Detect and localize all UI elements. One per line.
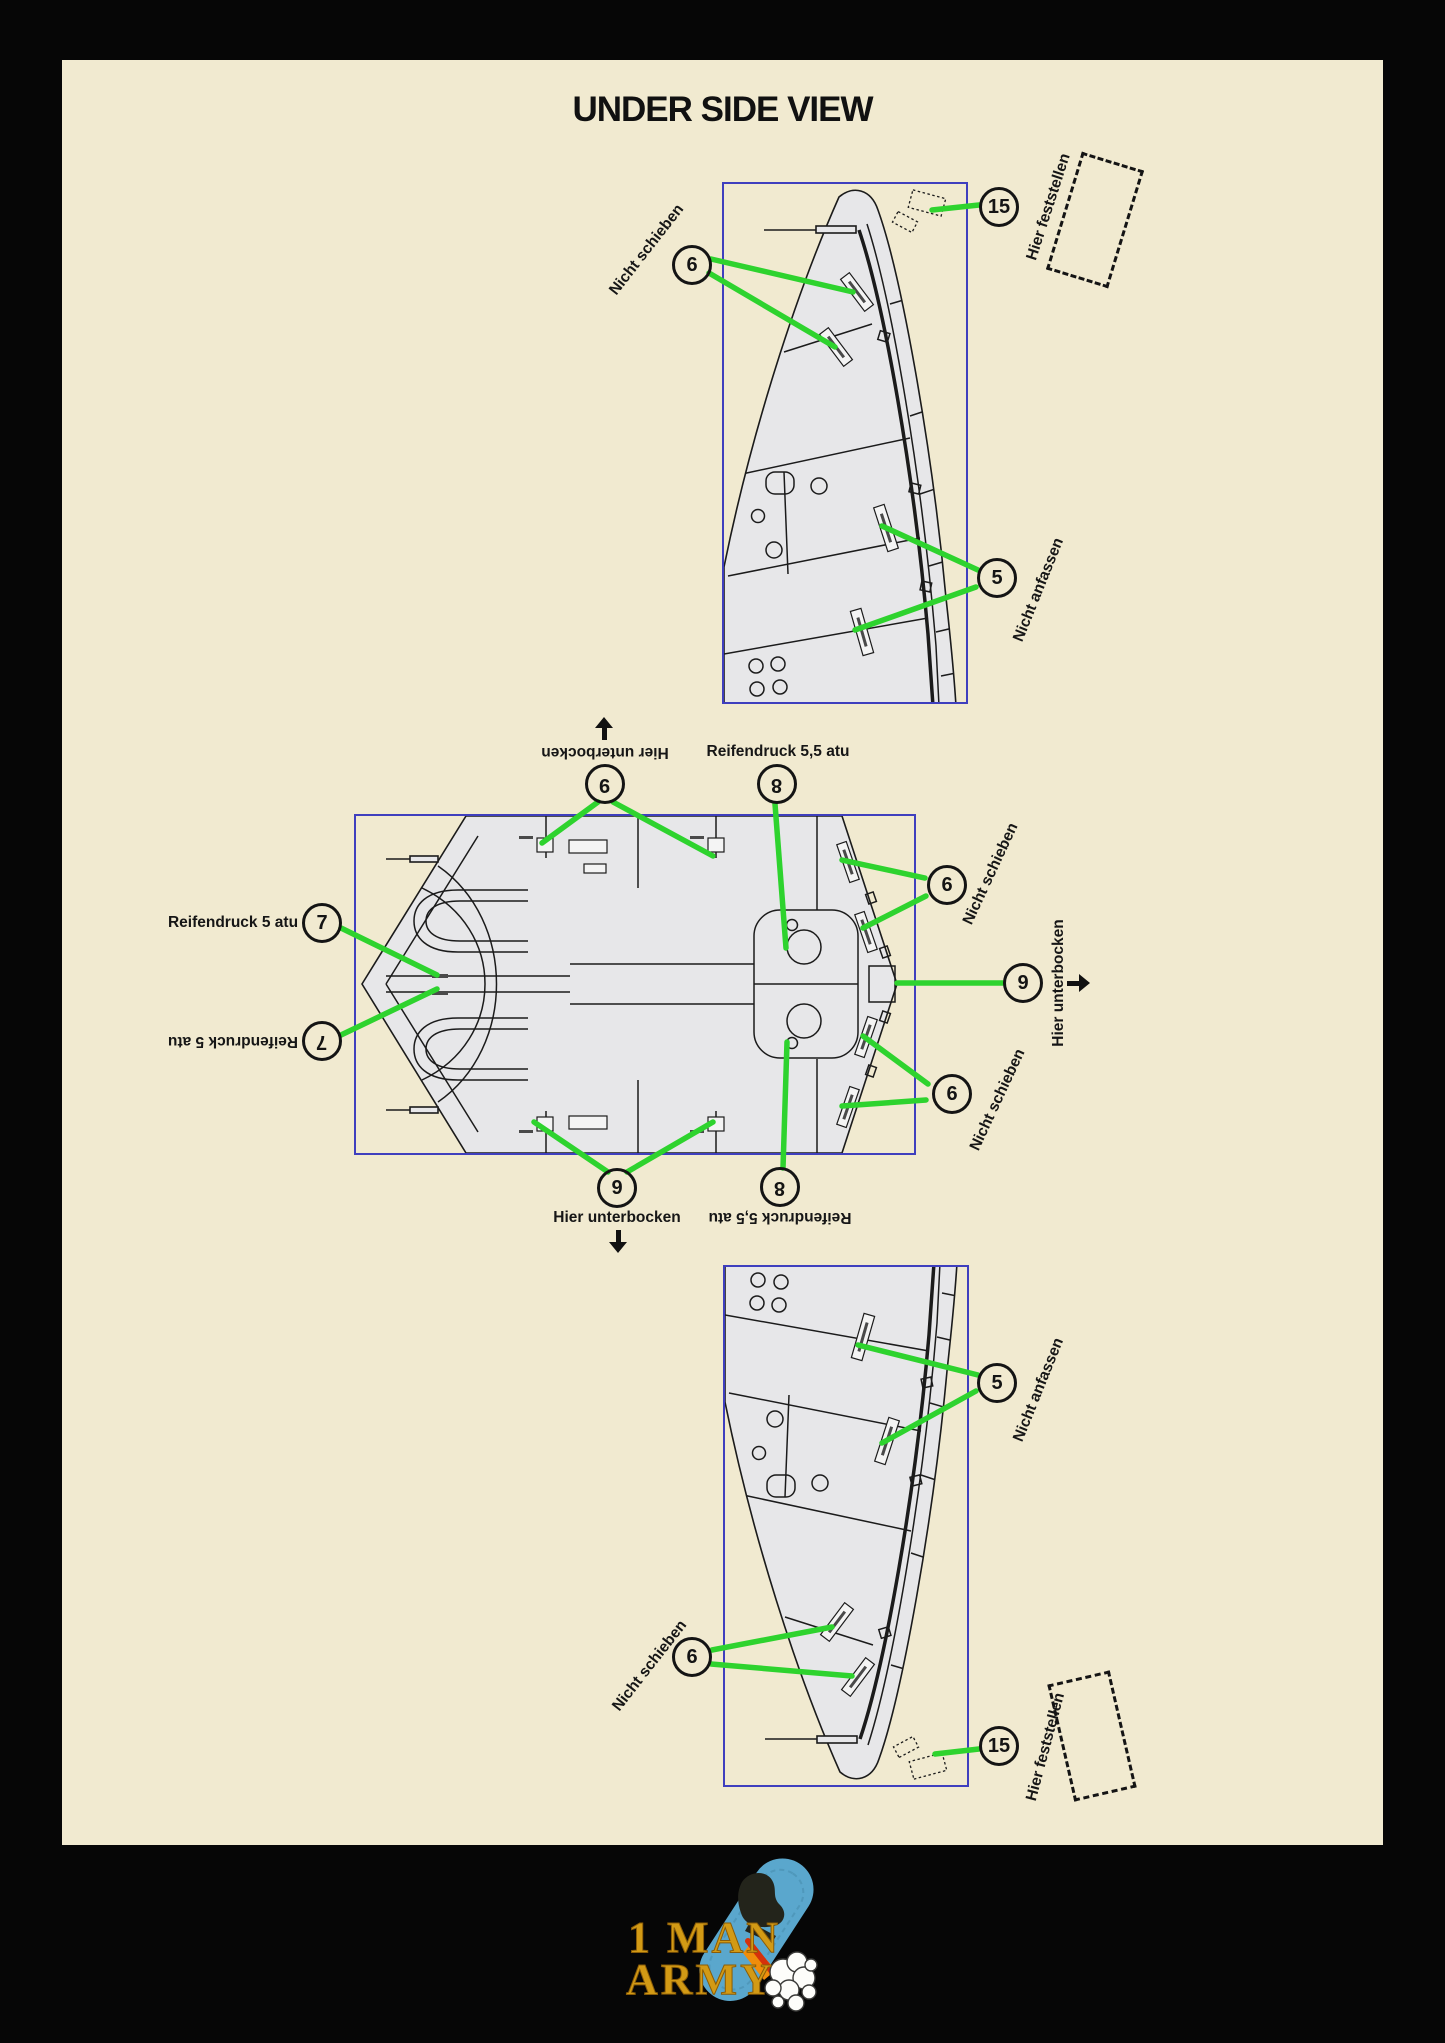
center-section-drawing	[361, 816, 898, 1153]
callout-9-center-top: 9	[585, 764, 625, 804]
arrow-right-icon	[1066, 974, 1090, 992]
brand-logo: 1 MAN ARMY	[600, 1850, 850, 2026]
logo-text-line2: ARMY	[626, 1955, 775, 2004]
logo-smoke-cloud	[764, 1951, 818, 2012]
callout-7-center-left-lower: 7	[302, 1021, 342, 1061]
arrow-down-icon	[609, 1230, 627, 1254]
bottom-wing-drawing	[725, 1267, 967, 1785]
callout-5-bottom-wing: 5	[977, 1363, 1017, 1403]
arrow-up-icon	[595, 717, 613, 741]
top-wing-drawing	[724, 184, 966, 702]
callout-9-center-right: 9	[1003, 963, 1043, 1003]
callout-7-center-left-upper: 7	[302, 903, 342, 943]
callout-8-center-bottom: 8	[760, 1167, 800, 1207]
callout-6-center-right-upper: 6	[927, 865, 967, 905]
label-nicht-schieben-top: Nicht schieben	[605, 201, 688, 299]
top-wing-panel-frame	[722, 182, 968, 704]
center-section-panel-frame	[354, 814, 916, 1155]
callout-8-center-top: 8	[757, 764, 797, 804]
label-nicht-schieben-center-lower: Nicht schieben	[966, 1046, 1029, 1154]
label-reifendruck-55-center-bottom: Reifendruck 5,5 atu	[708, 1209, 852, 1226]
logo-text-line1: 1 MAN	[628, 1913, 781, 1962]
bottom-wing-panel-frame	[723, 1265, 969, 1787]
page-title: UNDER SIDE VIEW	[572, 90, 873, 129]
callout-6-center-right-lower: 6	[932, 1074, 972, 1114]
label-hier-unterbocken-center-bottom: Hier unterbocken	[553, 1209, 681, 1226]
callout-6-top-wing: 6	[672, 245, 712, 285]
label-reifendruck-5-lower: Reifendruck 5 atu	[167, 1033, 299, 1050]
callout-9-center-bottom: 9	[597, 1168, 637, 1208]
instruction-sheet-page: UNDER SIDE VIEW	[62, 60, 1383, 1845]
label-reifendruck-5-upper: Reifendruck 5 atu	[167, 914, 299, 931]
callout-15-bottom-wing: 15	[979, 1726, 1019, 1766]
logo-soldier-silhouette	[738, 1873, 785, 1943]
label-reifendruck-55-center-top: Reifendruck 5,5 atu	[706, 743, 850, 760]
callout-15-top-wing: 15	[979, 187, 1019, 227]
callout-5-top-wing: 5	[977, 558, 1017, 598]
label-hier-unterbocken-center-top: Hier unterbocken	[541, 744, 669, 761]
decal-placement-dashed-box-bottom	[1047, 1670, 1137, 1802]
callout-6-bottom-wing: 6	[672, 1637, 712, 1677]
label-nicht-schieben-center-upper: Nicht schieben	[959, 820, 1022, 928]
label-nicht-anfassen-bottom: Nicht anfassen	[1010, 1335, 1068, 1445]
label-nicht-anfassen-top: Nicht anfassen	[1010, 535, 1068, 645]
